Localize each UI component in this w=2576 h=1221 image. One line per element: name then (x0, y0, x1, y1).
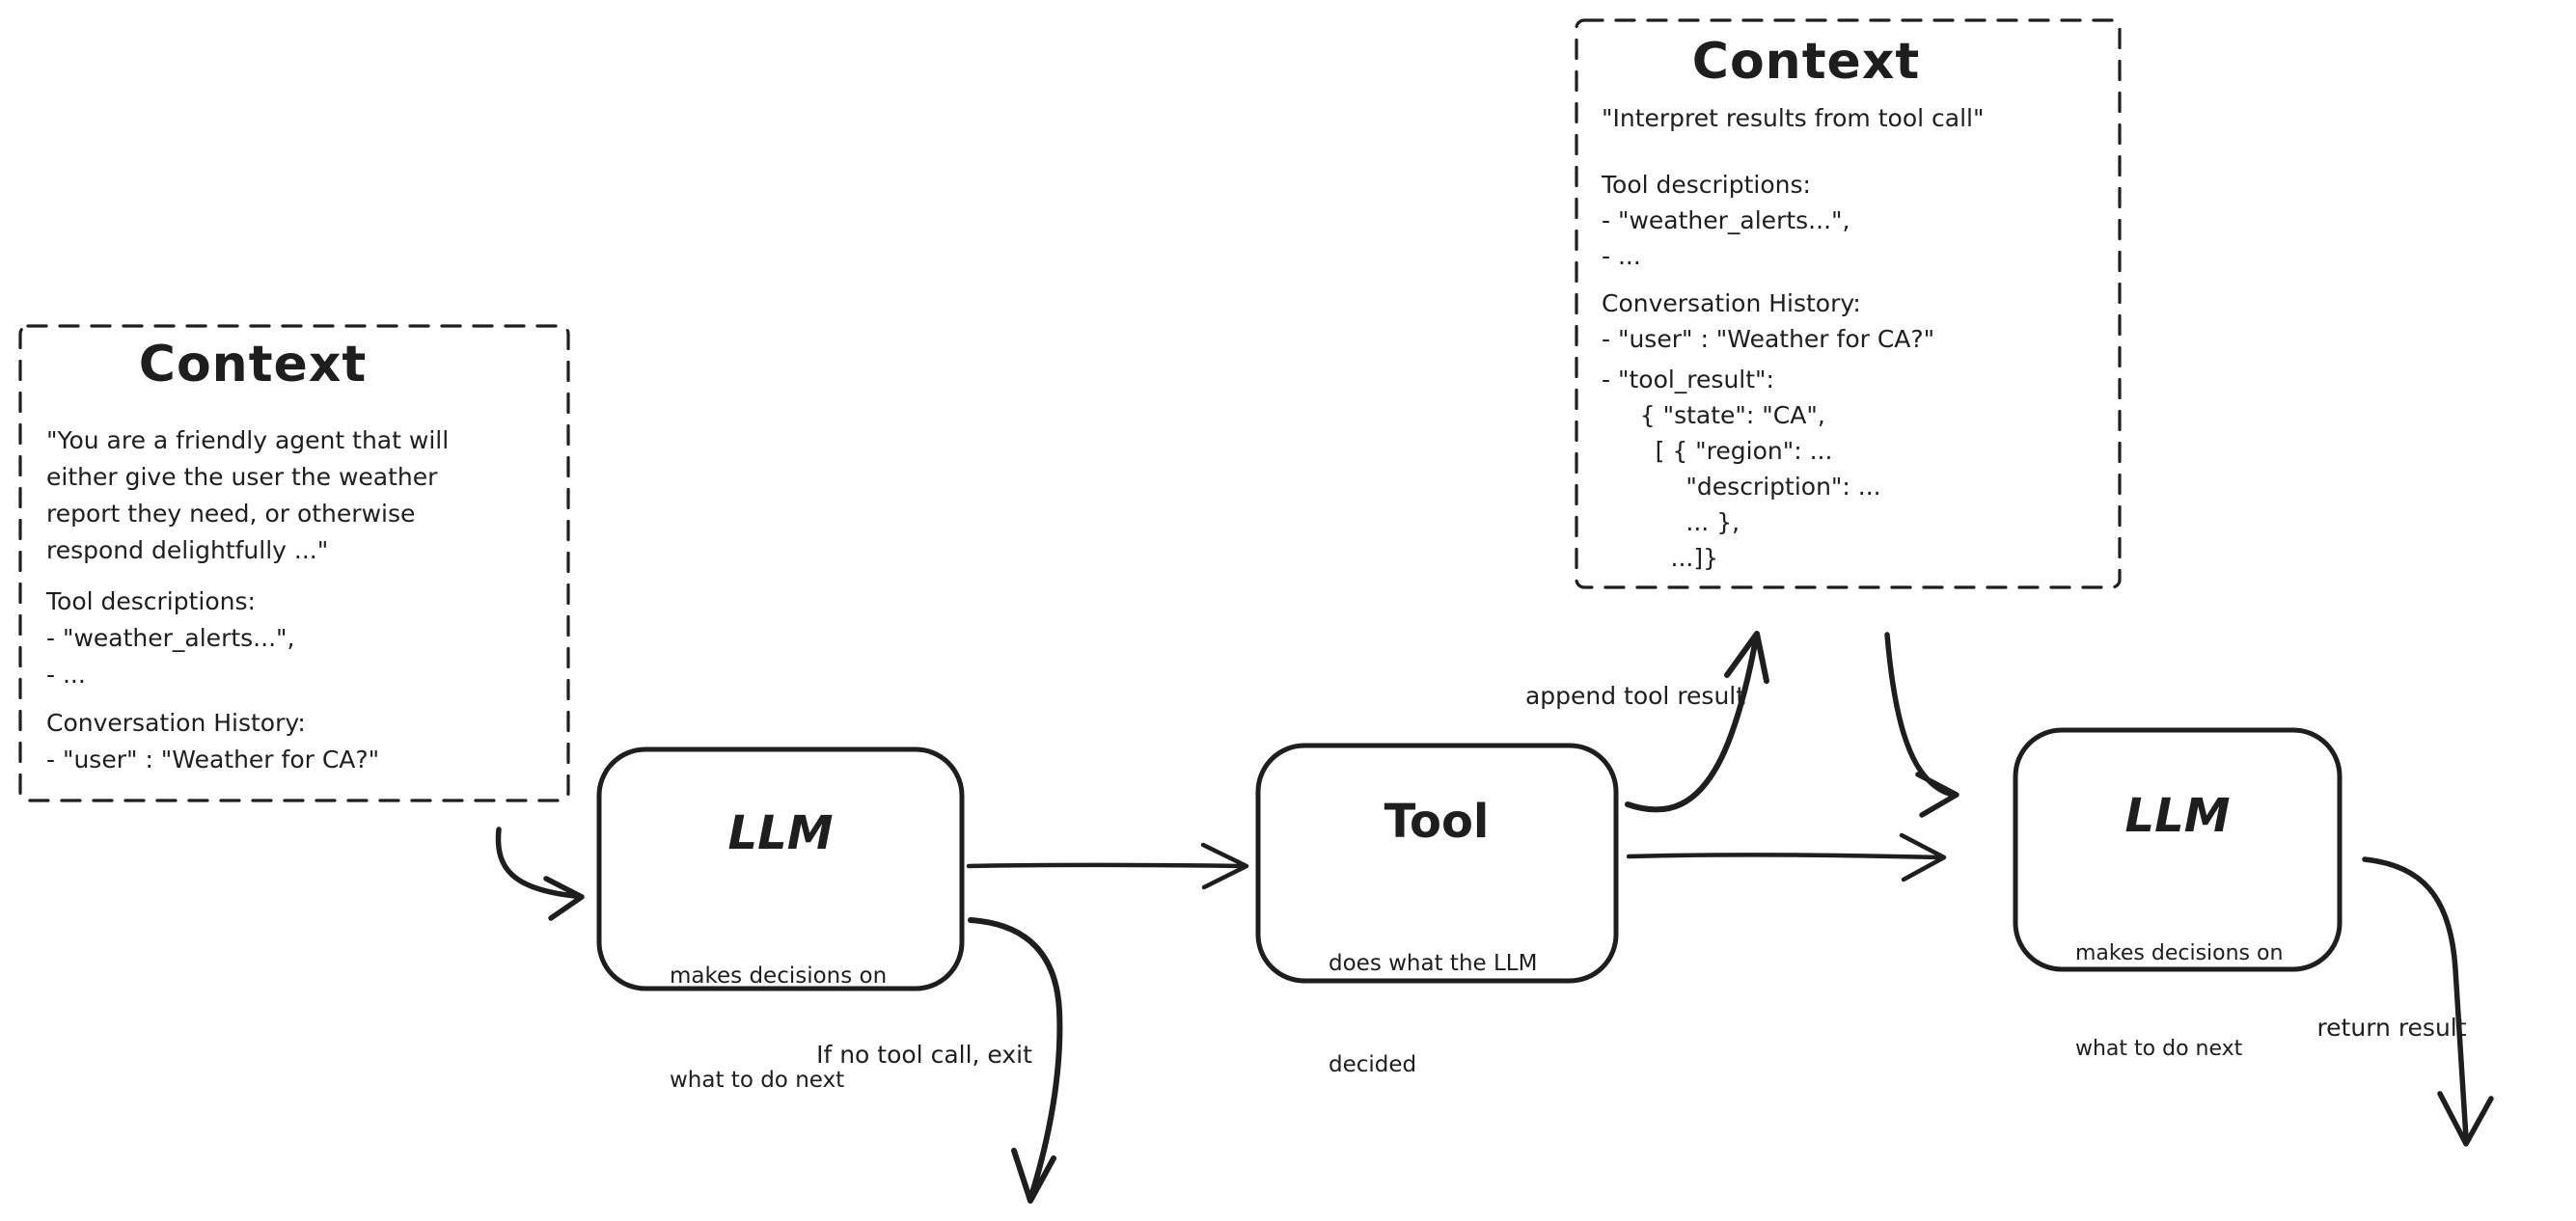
text-line: what to do next (670, 1068, 845, 1093)
text-line: either give the user the weather (46, 463, 438, 491)
text-line: Tool descriptions: (1602, 171, 1811, 199)
text-line: what to do next (2075, 1037, 2243, 1061)
llm-2-subtitle: makes decisions on what to do next (2075, 874, 2283, 1128)
arrow-llm-1-exit (968, 917, 1063, 1204)
text-line: - ... (46, 661, 86, 689)
arrow-context-right-to-llm-2 (1884, 632, 1959, 818)
text-line: - ... (1602, 242, 1641, 270)
text-line: - "user" : "Weather for CA?" (1602, 325, 1935, 353)
text-line: "Interpret results from tool call" (1602, 104, 1985, 132)
text-line: [ { "region": ... (1602, 437, 1833, 465)
arrow-llm-2-return (2362, 856, 2494, 1147)
llm-2-title: LLM (2124, 789, 2231, 843)
context-right-body: "Interpret results from tool call" Tool … (1602, 100, 1984, 576)
append-tool-result-label: append tool result (1524, 682, 1746, 710)
text-line: "description": ... (1602, 473, 1881, 501)
if-no-tool-call-label: If no tool call, exit (816, 1041, 1032, 1069)
context-left-box (18, 324, 570, 802)
text-line: ... }, (1602, 508, 1740, 536)
context-right-title: Context (1691, 33, 1921, 91)
text-line: Conversation History: (1602, 289, 1861, 317)
arrow-llm-1-to-tool (966, 842, 1249, 890)
arrow-context-left-to-llm-1 (495, 827, 585, 921)
text-line: makes decisions on (670, 963, 888, 989)
text-line: does what the LLM (1329, 951, 1538, 976)
blank-line (46, 569, 449, 583)
blank-line (1602, 274, 1984, 285)
text-line: Tool descriptions: (46, 587, 256, 615)
tool-subtitle: does what the LLM decided (1329, 880, 1537, 1150)
tool-box (1255, 743, 1619, 984)
context-left-body: "You are a friendly agent that will eith… (46, 422, 449, 778)
context-right-box (1575, 18, 2122, 589)
text-line: respond delightfully ..." (46, 536, 329, 564)
arrow-tool-to-context-right (1625, 631, 1769, 813)
text-line: "You are a friendly agent that will (46, 426, 450, 454)
arrow-tool-to-llm-2 (1626, 832, 1947, 882)
text-line: - "user" : "Weather for CA?" (46, 746, 380, 773)
llm-1-box (596, 746, 965, 991)
text-line: report they need, or otherwise (46, 500, 416, 528)
text-line: decided (1329, 1052, 1417, 1077)
llm-1-title: LLM (727, 806, 834, 860)
text-line: ...]} (1602, 544, 1719, 572)
text-line: - "tool_result": (1602, 366, 1774, 393)
text-line: makes decisions on (2075, 941, 2284, 965)
return-result-label: return result (2316, 1014, 2467, 1042)
text-line: { "state": "CA", (1602, 401, 1825, 429)
blank-line (1602, 136, 1984, 167)
context-left-title: Context (138, 336, 368, 393)
text-line: - "weather_alerts...", (46, 624, 295, 652)
tool-title: Tool (1384, 795, 1490, 849)
llm-1-subtitle: makes decisions on what to do next (670, 889, 887, 1167)
llm-2-box (2013, 727, 2343, 972)
text-line: - "weather_alerts...", (1602, 206, 1850, 234)
text-line: Conversation History: (46, 709, 306, 737)
blank-line (46, 693, 449, 705)
